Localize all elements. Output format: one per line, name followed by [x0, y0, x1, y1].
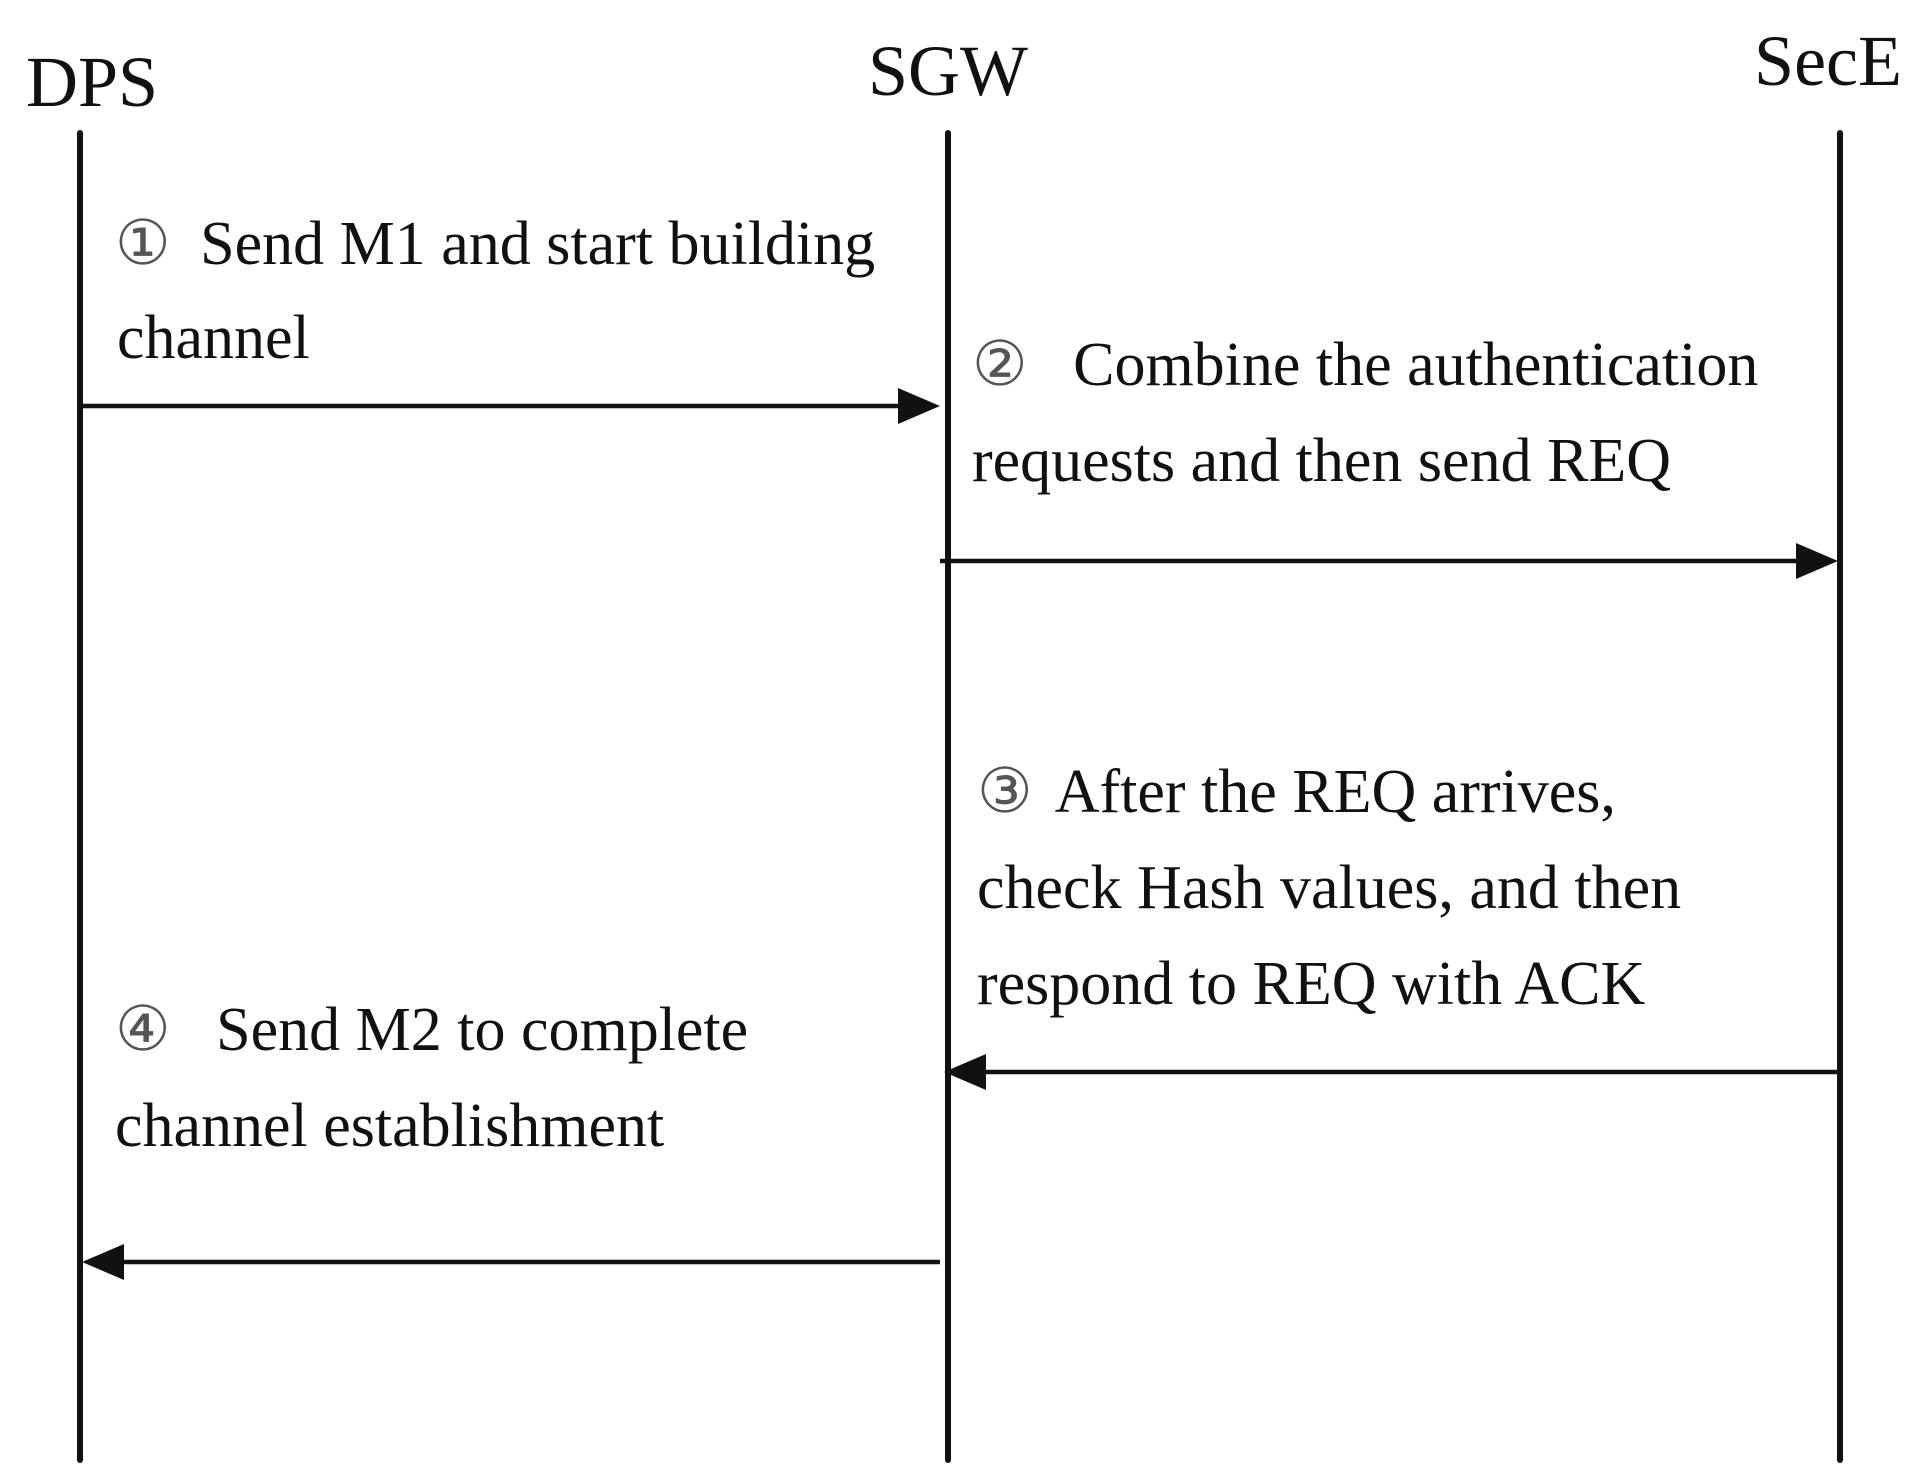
message-4-line-2: channel establishment — [115, 1092, 664, 1160]
participant-label-sgw: SGW — [868, 31, 1028, 111]
message-4-line-1: Send M2 to complete — [216, 996, 748, 1064]
message-3-line-1: After the REQ arrives, — [1055, 758, 1616, 826]
message-2-line-2: requests and then send REQ — [972, 427, 1671, 495]
message-3-marker: ③ — [977, 758, 1033, 826]
message-4-arrowhead — [82, 1244, 124, 1280]
message-1-arrowhead — [898, 388, 940, 424]
message-1-text: ① Send M1 and start building channel — [115, 210, 891, 372]
message-1: ① Send M1 and start building channel — [80, 210, 940, 424]
message-3-text: ③ After the REQ arrives, check Hash valu… — [977, 758, 1697, 1018]
message-4-text: ④ Send M2 to complete channel establishm… — [115, 996, 764, 1160]
message-3: ③ After the REQ arrives, check Hash valu… — [944, 758, 1840, 1090]
message-2-marker: ② — [972, 331, 1028, 399]
message-2: ② Combine the authentication requests an… — [940, 331, 1838, 579]
message-4-marker: ④ — [115, 996, 171, 1064]
message-2-text: ② Combine the authentication requests an… — [972, 331, 1774, 495]
message-3-line-2: check Hash values, and then — [977, 854, 1681, 922]
participant-label-dps: DPS — [26, 42, 158, 122]
message-1-line-1: Send M1 and start building — [200, 210, 875, 278]
message-3-arrowhead — [944, 1054, 986, 1090]
message-3-line-3: respond to REQ with ACK — [977, 950, 1645, 1018]
message-2-line-1: Combine the authentication — [1073, 331, 1758, 399]
message-1-marker: ① — [115, 210, 171, 278]
message-4: ④ Send M2 to complete channel establishm… — [82, 996, 940, 1280]
participant-label-sece: SecE — [1754, 21, 1902, 101]
message-2-arrowhead — [1796, 543, 1838, 579]
message-1-line-2: channel — [117, 304, 310, 372]
